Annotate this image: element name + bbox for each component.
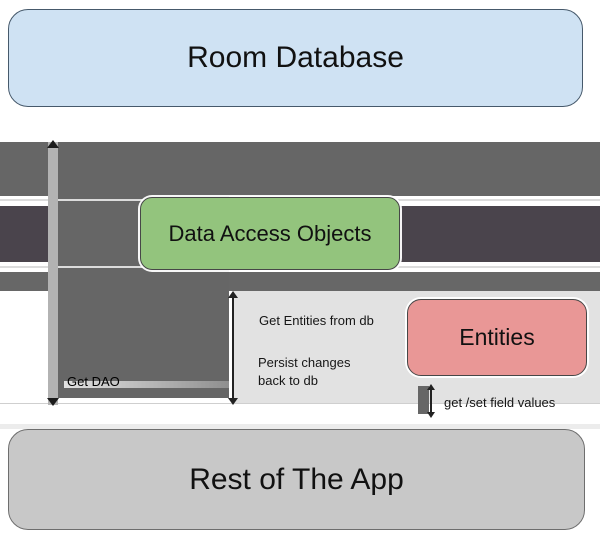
arrowhead-up-icon xyxy=(228,291,238,298)
get-dao-arrow-bar xyxy=(48,142,58,405)
edge-label-back-to-db: back to db xyxy=(258,373,318,388)
arrowhead-up-icon xyxy=(427,384,435,390)
connector-block-left xyxy=(58,142,229,398)
node-rest-of-the-app-label: Rest of The App xyxy=(189,462,404,496)
arrowhead-down-icon xyxy=(228,398,238,405)
edge-label-persist-changes: Persist changes xyxy=(258,355,351,370)
edge-label-get-set-field-values: get /set field values xyxy=(444,395,556,410)
node-entities-label: Entities xyxy=(459,324,535,350)
get-dao-connector-line xyxy=(64,381,229,388)
arrowhead-up-icon xyxy=(47,140,59,148)
dao-entities-arrow-line xyxy=(232,294,234,398)
shadow-strip xyxy=(0,424,600,429)
get-set-arrow-line xyxy=(430,388,432,413)
edge-label-get-entities: Get Entities from db xyxy=(259,313,374,328)
node-data-access-objects-label: Data Access Objects xyxy=(168,220,372,246)
node-data-access-objects: Data Access Objects xyxy=(140,197,400,270)
node-room-database-label: Room Database xyxy=(187,41,404,74)
node-entities: Entities xyxy=(407,299,587,376)
get-set-arrow-bar xyxy=(418,386,429,414)
node-room-database: Room Database xyxy=(8,9,583,107)
arrowhead-down-icon xyxy=(47,398,59,406)
edge-label-get-dao: Get DAO xyxy=(67,374,120,389)
arrowhead-down-icon xyxy=(427,412,435,418)
node-rest-of-the-app: Rest of The App xyxy=(8,429,585,530)
panel-bottom-line xyxy=(0,403,600,404)
